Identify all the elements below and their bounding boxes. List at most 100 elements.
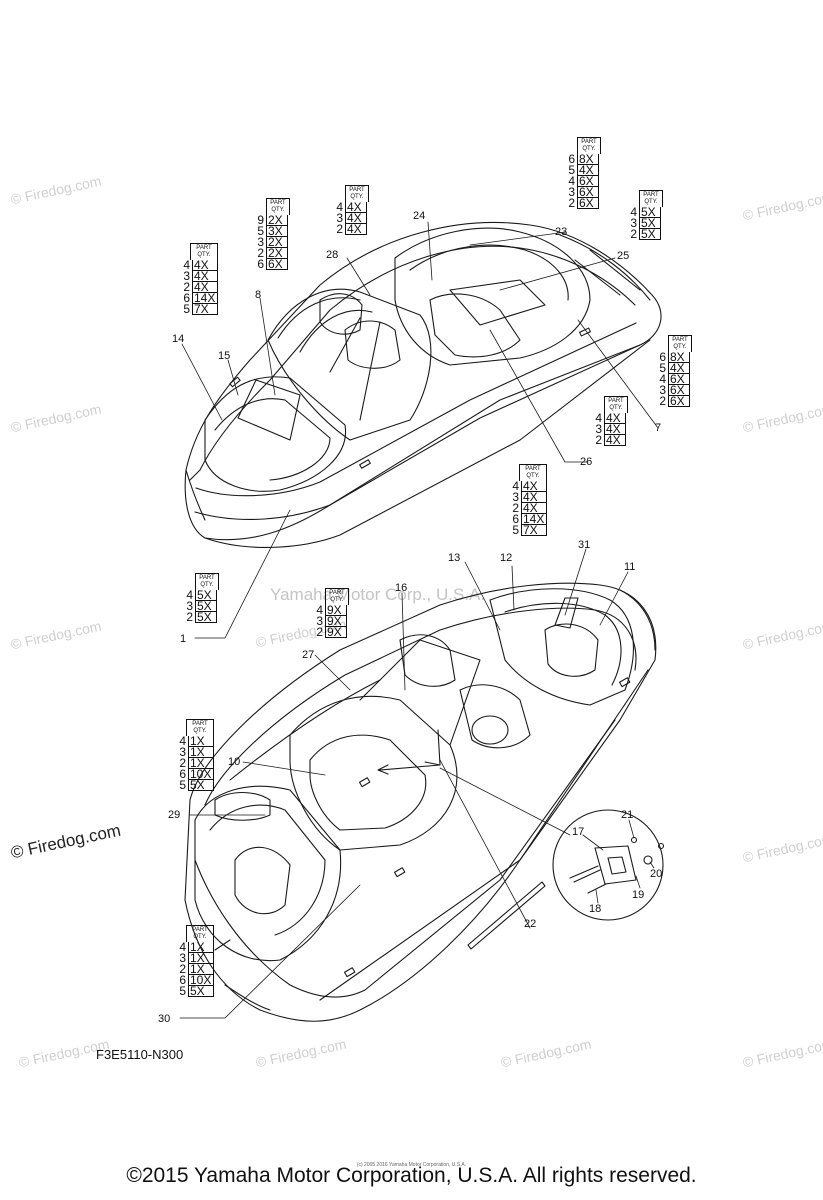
bracket-slot <box>607 856 627 875</box>
part-number: 6 <box>257 257 264 271</box>
part-number: 4 <box>183 258 190 272</box>
part-number: 4 <box>336 200 343 214</box>
callout-25: 25 <box>617 250 630 262</box>
part-qty: 6X <box>577 197 599 209</box>
callout-28: 28 <box>326 249 339 261</box>
qty-header-qty: QTY. <box>526 473 540 479</box>
lower-pass-console <box>399 634 456 687</box>
upper-bow-seat <box>214 398 331 481</box>
part-number: 4 <box>179 940 186 954</box>
copyright-notice: ©2015 Yamaha Motor Corporation, U.S.A. A… <box>126 1164 697 1187</box>
part-number: 5 <box>179 984 186 998</box>
part-qty: 5X <box>195 600 217 612</box>
part-qty: 2X <box>266 214 288 226</box>
part-number: 2 <box>512 501 519 515</box>
part-number: 2 <box>316 625 323 639</box>
part-number: 4 <box>595 411 602 425</box>
part-number: 3 <box>568 185 575 199</box>
part-number: 4 <box>316 603 323 617</box>
callout-19: 19 <box>632 889 645 901</box>
part-number: 2 <box>659 394 666 408</box>
lower-cleat <box>343 967 356 978</box>
qty-header-qty: QTY. <box>193 934 207 940</box>
bracket-detail-drawing <box>552 809 665 921</box>
part-qty: 5X <box>639 206 661 218</box>
part-qty: 10X <box>188 974 214 986</box>
lower-arrow <box>424 761 441 766</box>
part-number: 3 <box>316 614 323 628</box>
qty-header-qty: QTY. <box>350 194 364 200</box>
qty-header-part: PART <box>329 590 345 596</box>
qty-header-qty: QTY. <box>197 252 211 258</box>
qty-header-part: PART <box>270 200 286 206</box>
part-qty: 4X <box>192 270 218 282</box>
part-number: 5 <box>568 163 575 177</box>
callout-8: 8 <box>255 289 262 301</box>
lower-cleat <box>393 867 406 878</box>
part-number: 2 <box>179 756 186 770</box>
part-number: 5 <box>179 778 186 792</box>
part-qty: 1X <box>188 952 214 964</box>
part-qty: 14X <box>192 292 218 304</box>
callout-22: 22 <box>524 918 537 930</box>
upper-cleat <box>359 459 371 469</box>
center-watermark: Yamaha Motor Corp., U.S.A. <box>270 585 486 604</box>
upper-engine-hatch <box>449 279 546 326</box>
tiny-notice: (c) 2005 2016 Yamaha Motor Corporation, … <box>356 1162 467 1168</box>
upper-helm-seat <box>429 293 521 358</box>
callout-15: 15 <box>218 350 231 362</box>
callout-11: 11 <box>624 561 636 573</box>
diagram-code: F3E5110-N300 <box>96 1047 184 1062</box>
part-qty: 5X <box>195 611 217 623</box>
part-qty: 4X <box>668 362 690 374</box>
lower-port-rail <box>229 679 381 781</box>
lower-boat-drawing <box>184 582 657 1022</box>
part-qty: 3X <box>266 225 288 237</box>
part-number: 6 <box>512 512 519 526</box>
part-qty: 4X <box>521 491 547 503</box>
callout-7: 7 <box>655 422 662 434</box>
part-number: 2 <box>336 222 343 236</box>
upper-bow-floor <box>237 379 301 441</box>
part-number: 2 <box>630 227 637 241</box>
lower-bow-inner <box>234 846 291 915</box>
part-number: 3 <box>257 235 264 249</box>
lower-helm-console <box>459 684 531 749</box>
qty-header-part: PART <box>525 466 541 472</box>
lower-anchor-locker <box>214 791 271 821</box>
part-number: 6 <box>179 767 186 781</box>
part-number: 2 <box>186 610 193 624</box>
qty-header-part: PART <box>672 337 688 343</box>
part-qty: 1X <box>188 735 214 747</box>
lower-deck-line <box>204 607 637 806</box>
lower-hull-outline <box>184 582 657 1022</box>
part-number: 2 <box>595 433 602 447</box>
upper-console <box>344 320 401 369</box>
part-qty: 6X <box>577 186 599 198</box>
part-number: 6 <box>183 291 190 305</box>
part-qty: 5X <box>639 228 661 240</box>
